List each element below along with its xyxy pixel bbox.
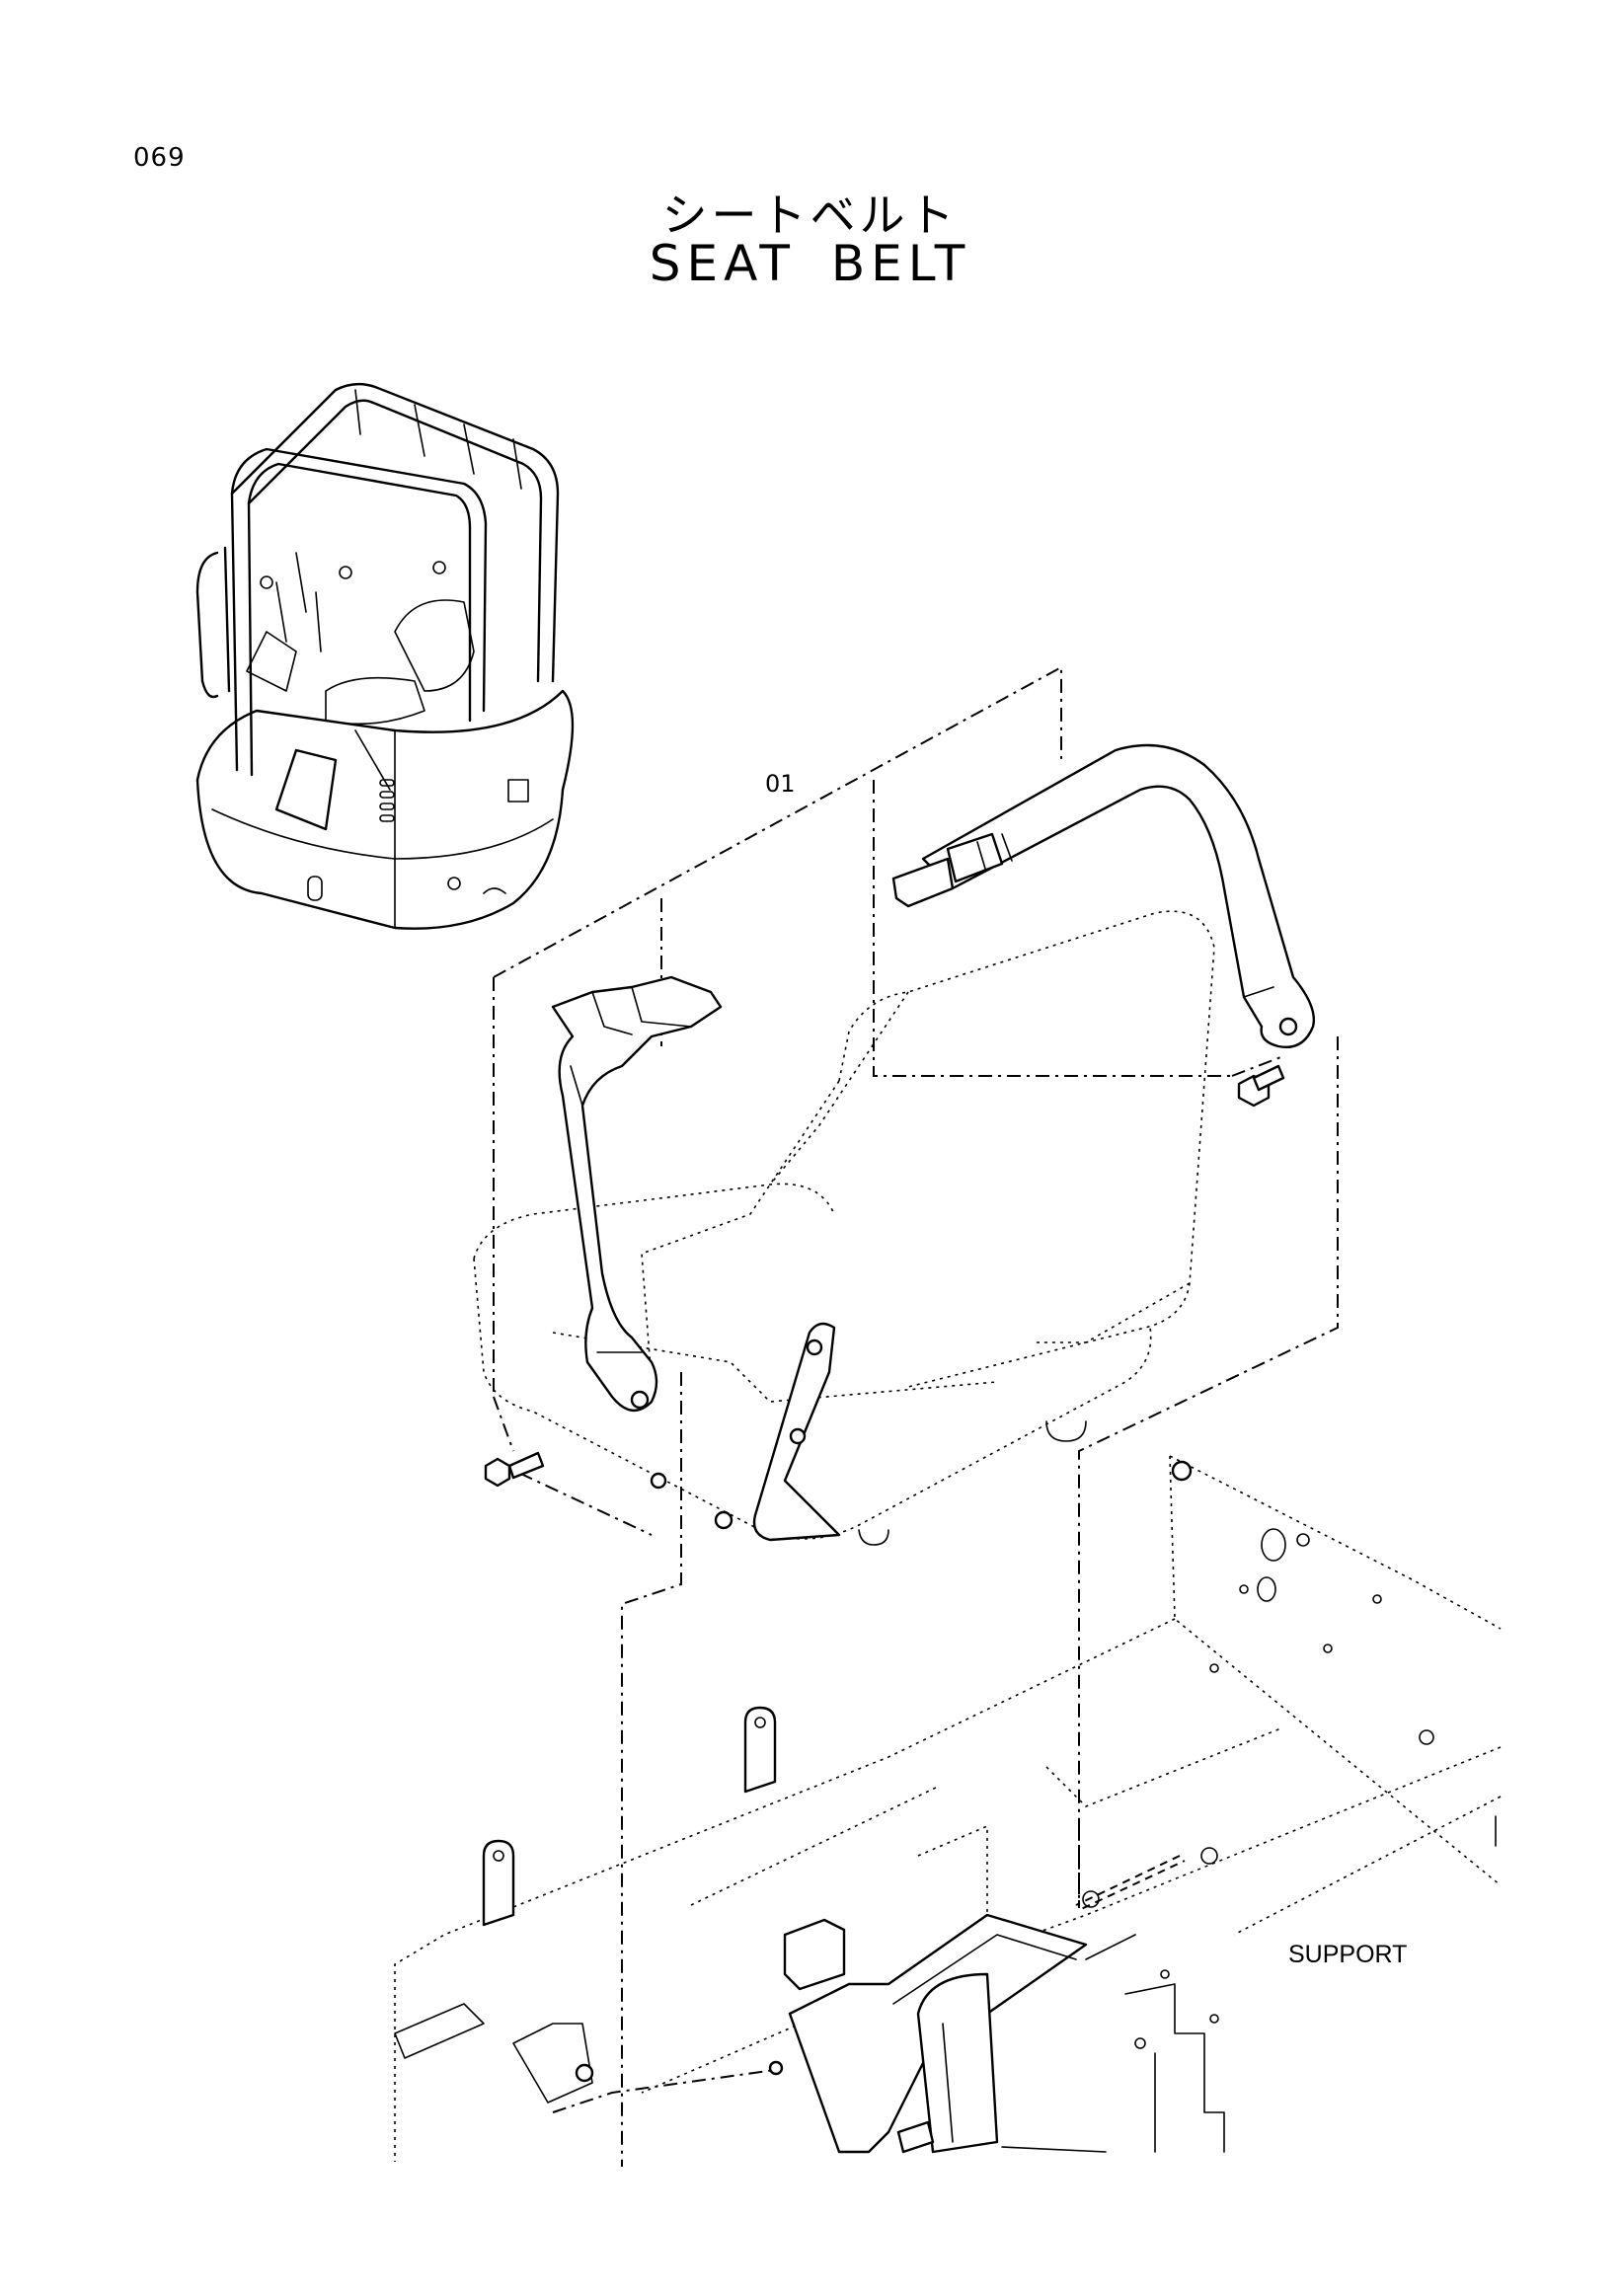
seat-bracket: [650, 1322, 841, 1542]
machine-overview-illustration: [195, 382, 575, 930]
seat-belt-left-strap: [484, 975, 723, 1488]
title-english: SEAT BELT: [649, 235, 971, 292]
title-japanese: シートベルト: [661, 189, 959, 242]
seat-belt-right-strap: [891, 743, 1315, 1108]
callout-01: 01: [765, 770, 796, 798]
operator-seat: [473, 910, 1215, 1546]
page-number: 069: [133, 143, 186, 173]
support-label: SUPPORT: [1288, 1941, 1408, 1968]
support-frame: [394, 1455, 1502, 2162]
